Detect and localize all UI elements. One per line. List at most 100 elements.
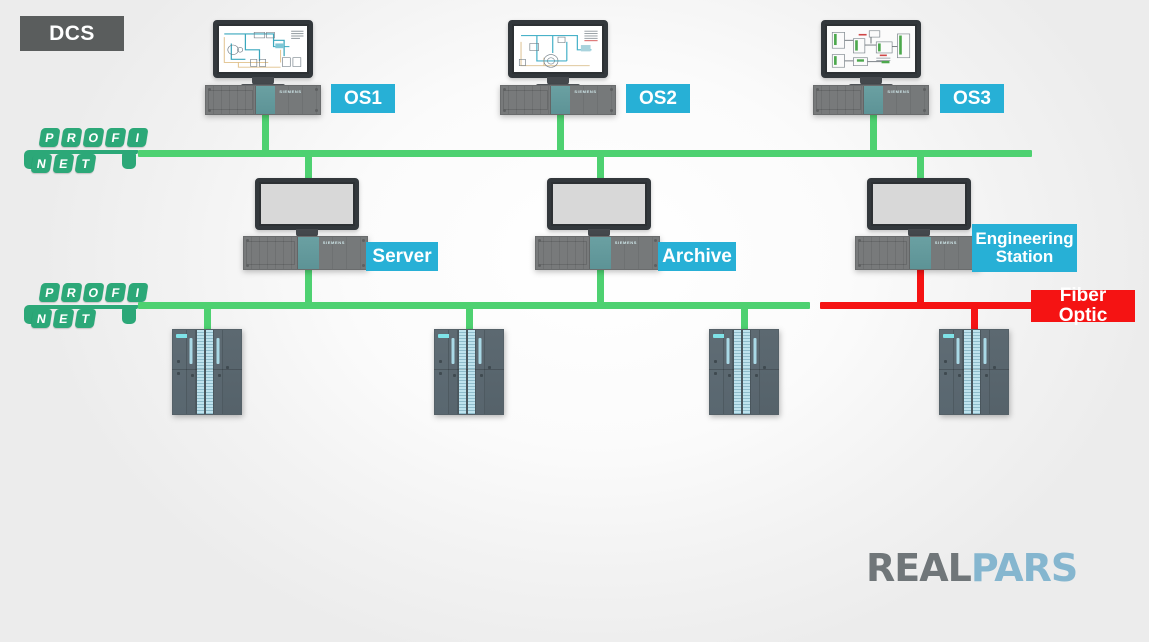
rack-screw: [816, 109, 819, 112]
rack-screw: [208, 109, 211, 112]
tag-label: OS2: [638, 87, 678, 109]
os1-rack: SIEMENS: [205, 85, 321, 115]
profinet-letter-tile: T: [74, 154, 97, 173]
plc-connector-port: [714, 360, 717, 363]
plc-connector-port: [190, 374, 194, 377]
plc-end-module: [760, 330, 778, 414]
rack-cpu-module: [864, 86, 884, 114]
profinet-letter-tile: O: [82, 283, 105, 302]
plc-module-strip: [753, 338, 757, 364]
monitor-bezel: [867, 178, 971, 230]
plc-connector-port: [755, 374, 759, 377]
dcs-title-badge: DCS: [20, 16, 124, 51]
monitor-stand: [252, 77, 274, 85]
profinet-bus-lower: [138, 302, 810, 309]
tag-label: Server: [372, 245, 432, 267]
os2-tag[interactable]: OS2: [626, 84, 690, 113]
server-drop-up: [305, 150, 312, 178]
profinet-letter-tile: R: [60, 283, 83, 302]
rack-screw: [816, 88, 819, 91]
profinet-letter-tile: R: [60, 128, 83, 147]
plc-cpu-module: [173, 330, 193, 414]
server-tag[interactable]: Server: [366, 242, 438, 271]
rack-screw: [538, 264, 541, 267]
monitor-screen: [553, 184, 645, 224]
monitor-stand: [547, 77, 569, 85]
plc-chassis: [434, 329, 504, 415]
plc-end-module: [485, 330, 503, 414]
plc-connector-port: [714, 372, 717, 375]
profinet-letter-tile: O: [82, 128, 105, 147]
profinet-letter-tile: N: [30, 154, 53, 173]
siemens-brand-label: SIEMENS: [279, 89, 302, 94]
os1-monitor: [213, 20, 313, 88]
monitor-bezel: [213, 20, 313, 78]
plc-4: [939, 329, 1009, 415]
rack-body: SIEMENS: [813, 85, 929, 115]
profinet-letter-tile: E: [52, 154, 75, 173]
rack-module-slots: [814, 86, 865, 114]
plc-connector-port: [452, 374, 456, 377]
fiber-optic-bus: [820, 302, 1032, 309]
plc-connector-port: [439, 360, 442, 363]
plc-connector-port: [993, 366, 997, 369]
monitor-stand: [296, 229, 318, 237]
plc-status-led: [438, 334, 455, 338]
plc-connector-port: [985, 374, 989, 377]
plc-cpu-module: [435, 330, 455, 414]
plc-io-module: [475, 330, 486, 414]
plc-io-module: [448, 330, 459, 414]
plc-status-led: [713, 334, 730, 338]
monitor-screen: [219, 26, 307, 72]
rack-screw: [246, 264, 249, 267]
plc-terminal-block: [741, 330, 751, 414]
monitor-stand: [588, 229, 610, 237]
tag-label: OS1: [343, 87, 383, 109]
siemens-brand-label: SIEMENS: [887, 89, 910, 94]
plc-3: [709, 329, 779, 415]
rack-io-modules: SIEMENS: [570, 86, 615, 114]
rack-cpu-module: [256, 86, 276, 114]
archive-tag[interactable]: Archive: [658, 242, 736, 271]
plc-module-strip: [726, 338, 730, 364]
tag-label-line-1: Engineering: [975, 229, 1074, 249]
siemens-brand-label: SIEMENS: [614, 240, 637, 245]
profinet-logo-cap-right: [122, 150, 136, 169]
plc-chassis-seam: [939, 368, 1009, 370]
fiber-optic-tag[interactable]: Fiber Optic: [1031, 286, 1135, 325]
plc-connector-port: [226, 366, 230, 369]
os1-tag[interactable]: OS1: [331, 84, 395, 113]
server-rack: SIEMENS: [243, 236, 368, 270]
plc-chassis-seam: [709, 368, 779, 370]
os2-monitor: [508, 20, 608, 88]
rack-vent-grille: [208, 90, 254, 110]
plc-module-strip: [189, 338, 193, 364]
profinet-letter-tile: I: [126, 128, 149, 147]
process-graphic: [514, 26, 602, 72]
rack-body: SIEMENS: [535, 236, 660, 270]
monitor-bezel: [508, 20, 608, 78]
rack-body: SIEMENS: [243, 236, 368, 270]
profinet-letter-tile: P: [38, 128, 61, 147]
monitor-stand: [860, 77, 882, 85]
os3-tag[interactable]: OS3: [940, 84, 1004, 113]
rack-module-slots: [206, 86, 257, 114]
server-monitor: [255, 178, 359, 240]
monitor-screen: [827, 26, 915, 72]
profinet-letter-tile: P: [38, 283, 61, 302]
plc-connector-port: [218, 374, 222, 377]
profinet-letter-tile: E: [52, 309, 75, 328]
plc-2: [434, 329, 504, 415]
realpars-watermark-part-b: PARS: [970, 546, 1078, 590]
rack-screw: [610, 109, 613, 112]
plc-io-module: [750, 330, 761, 414]
rack-screw: [362, 264, 365, 267]
plc-io-module: [980, 330, 991, 414]
plc-1: [172, 329, 242, 415]
plc-connector-port: [944, 360, 947, 363]
